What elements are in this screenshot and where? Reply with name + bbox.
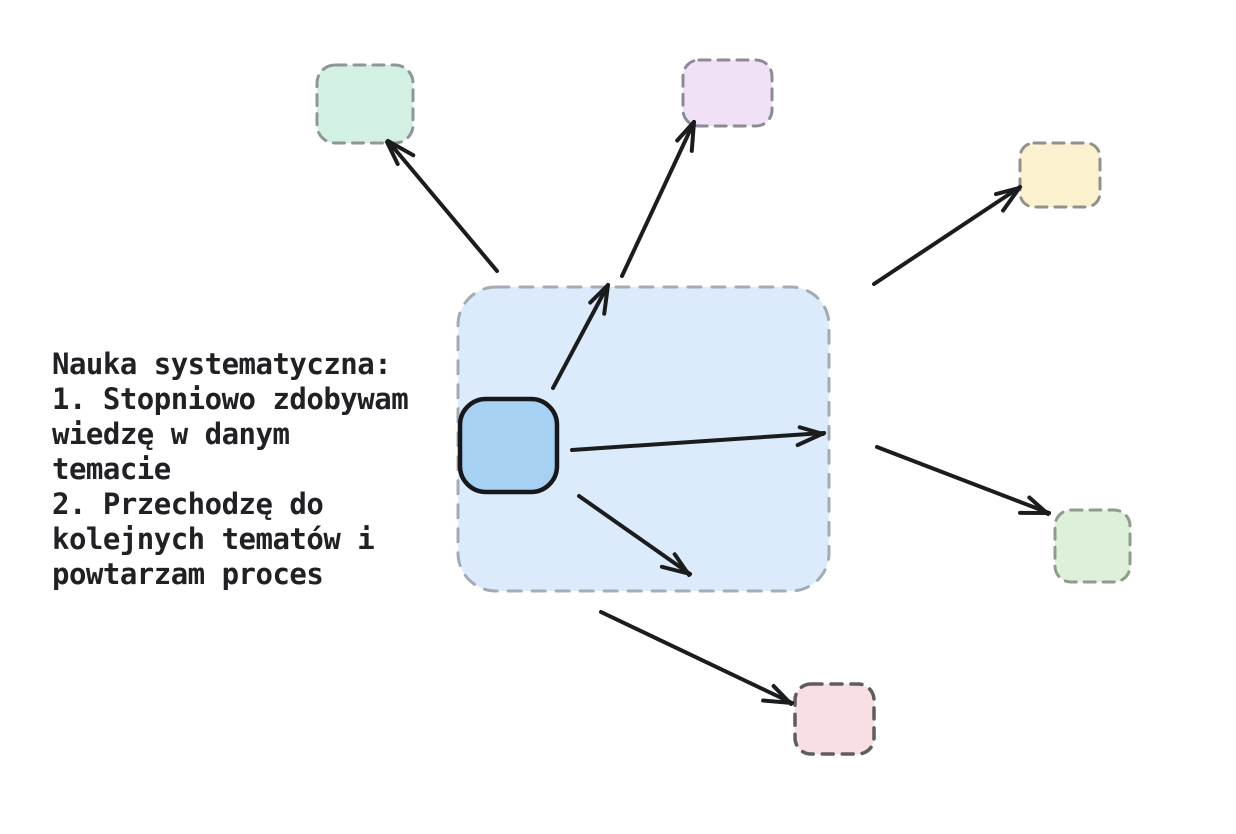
arrow-head-stroke bbox=[689, 120, 696, 153]
arrow-to-pink-topic bbox=[599, 610, 794, 706]
arrow-core-to-top-edge bbox=[551, 283, 610, 390]
arrow-to-lavender-topic bbox=[620, 120, 696, 278]
arrow-head-stroke bbox=[797, 425, 825, 436]
arrow-shaft bbox=[386, 139, 499, 273]
arrow-head-stroke bbox=[771, 684, 793, 706]
arrow-shaft bbox=[620, 120, 696, 278]
arrow-shaft bbox=[599, 610, 794, 705]
arrow-head-stroke bbox=[1027, 495, 1050, 516]
arrow-head-stroke bbox=[1001, 185, 1022, 213]
arrow-shaft bbox=[551, 283, 610, 390]
arrow-shaft bbox=[875, 445, 1051, 515]
node-current-topic-core bbox=[457, 396, 560, 495]
arrow-shaft bbox=[570, 431, 826, 452]
arrow-head-stroke bbox=[672, 552, 691, 577]
node-topic-lavender bbox=[681, 58, 774, 128]
arrow-head-stroke bbox=[588, 284, 609, 305]
arrow-head-stroke bbox=[602, 283, 610, 316]
arrow-to-yellow-topic bbox=[872, 185, 1022, 286]
arrow-to-green-topic bbox=[875, 445, 1051, 516]
arrow-core-to-bottom-edge bbox=[577, 494, 692, 577]
node-topic-pink bbox=[793, 682, 876, 756]
arrow-head-stroke bbox=[385, 140, 400, 167]
arrow-head-stroke bbox=[994, 186, 1021, 197]
arrow-to-mint-topic bbox=[385, 139, 499, 273]
node-topic-mint bbox=[315, 63, 415, 145]
systematic-learning-note: Nauka systematyczna: 1. Stopniowo zdobyw… bbox=[52, 347, 409, 591]
arrow-head-stroke bbox=[675, 121, 695, 143]
arrow-shaft bbox=[872, 185, 1022, 286]
node-topic-green bbox=[1053, 508, 1132, 584]
arrow-shaft bbox=[577, 494, 692, 576]
node-topic-yellow bbox=[1018, 141, 1102, 209]
arrow-core-to-right-edge bbox=[570, 425, 826, 452]
arrow-head-stroke bbox=[386, 139, 416, 158]
